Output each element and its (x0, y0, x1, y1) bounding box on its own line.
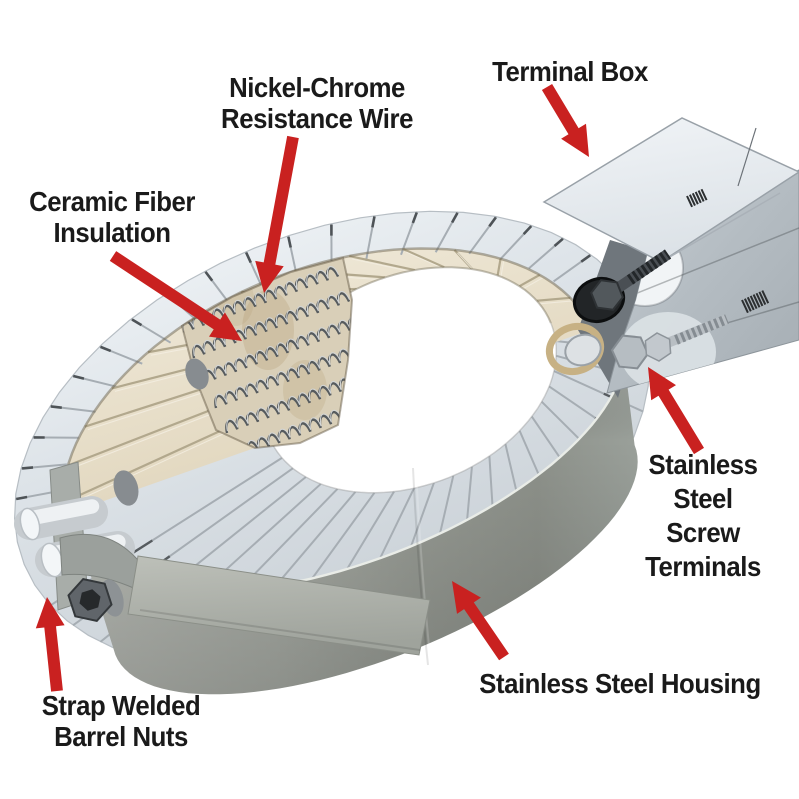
arrow-stainless-steel-screw-terminals (648, 367, 704, 455)
label-line: Screw (666, 517, 740, 548)
label-line: Terminals (645, 551, 761, 582)
label-line: Insulation (53, 217, 171, 248)
arrow-strap-welded-barrel-nuts (35, 597, 65, 692)
label-line: Barrel Nuts (54, 721, 188, 752)
arrow-terminal-box (541, 84, 589, 157)
label-line: Steel (673, 483, 733, 514)
label-line: Stainless (648, 449, 758, 480)
annotation-arrows (35, 84, 704, 692)
terminal-box-assembly (542, 117, 799, 398)
label-strap-welded-barrel-nuts: Strap Welded Barrel Nuts (42, 690, 201, 752)
label-line: Resistance Wire (221, 103, 413, 134)
label-line: Terminal Box (492, 56, 648, 87)
label-line: Nickel-Chrome (229, 72, 405, 103)
label-line: Ceramic Fiber (29, 186, 195, 217)
label-stainless-steel-screw-terminals: Stainless Steel Screw Terminals (645, 448, 761, 584)
arrow-nickel-chrome-resistance-wire (255, 135, 299, 293)
strap-welded-barrel-nuts-assembly (14, 461, 431, 656)
arrow-ceramic-fiber-insulation (109, 251, 242, 341)
label-nickel-chrome-resistance-wire: Nickel-Chrome Resistance Wire (221, 72, 413, 134)
label-ceramic-fiber-insulation: Ceramic Fiber Insulation (29, 186, 195, 248)
label-terminal-box: Terminal Box (492, 56, 648, 87)
label-stainless-steel-housing: Stainless Steel Housing (479, 668, 761, 699)
label-line: Stainless Steel Housing (479, 668, 761, 699)
heater-ring-ceramic-and-rim (13, 210, 651, 670)
arrow-stainless-steel-housing (452, 581, 509, 661)
label-line: Strap Welded (41, 690, 201, 721)
